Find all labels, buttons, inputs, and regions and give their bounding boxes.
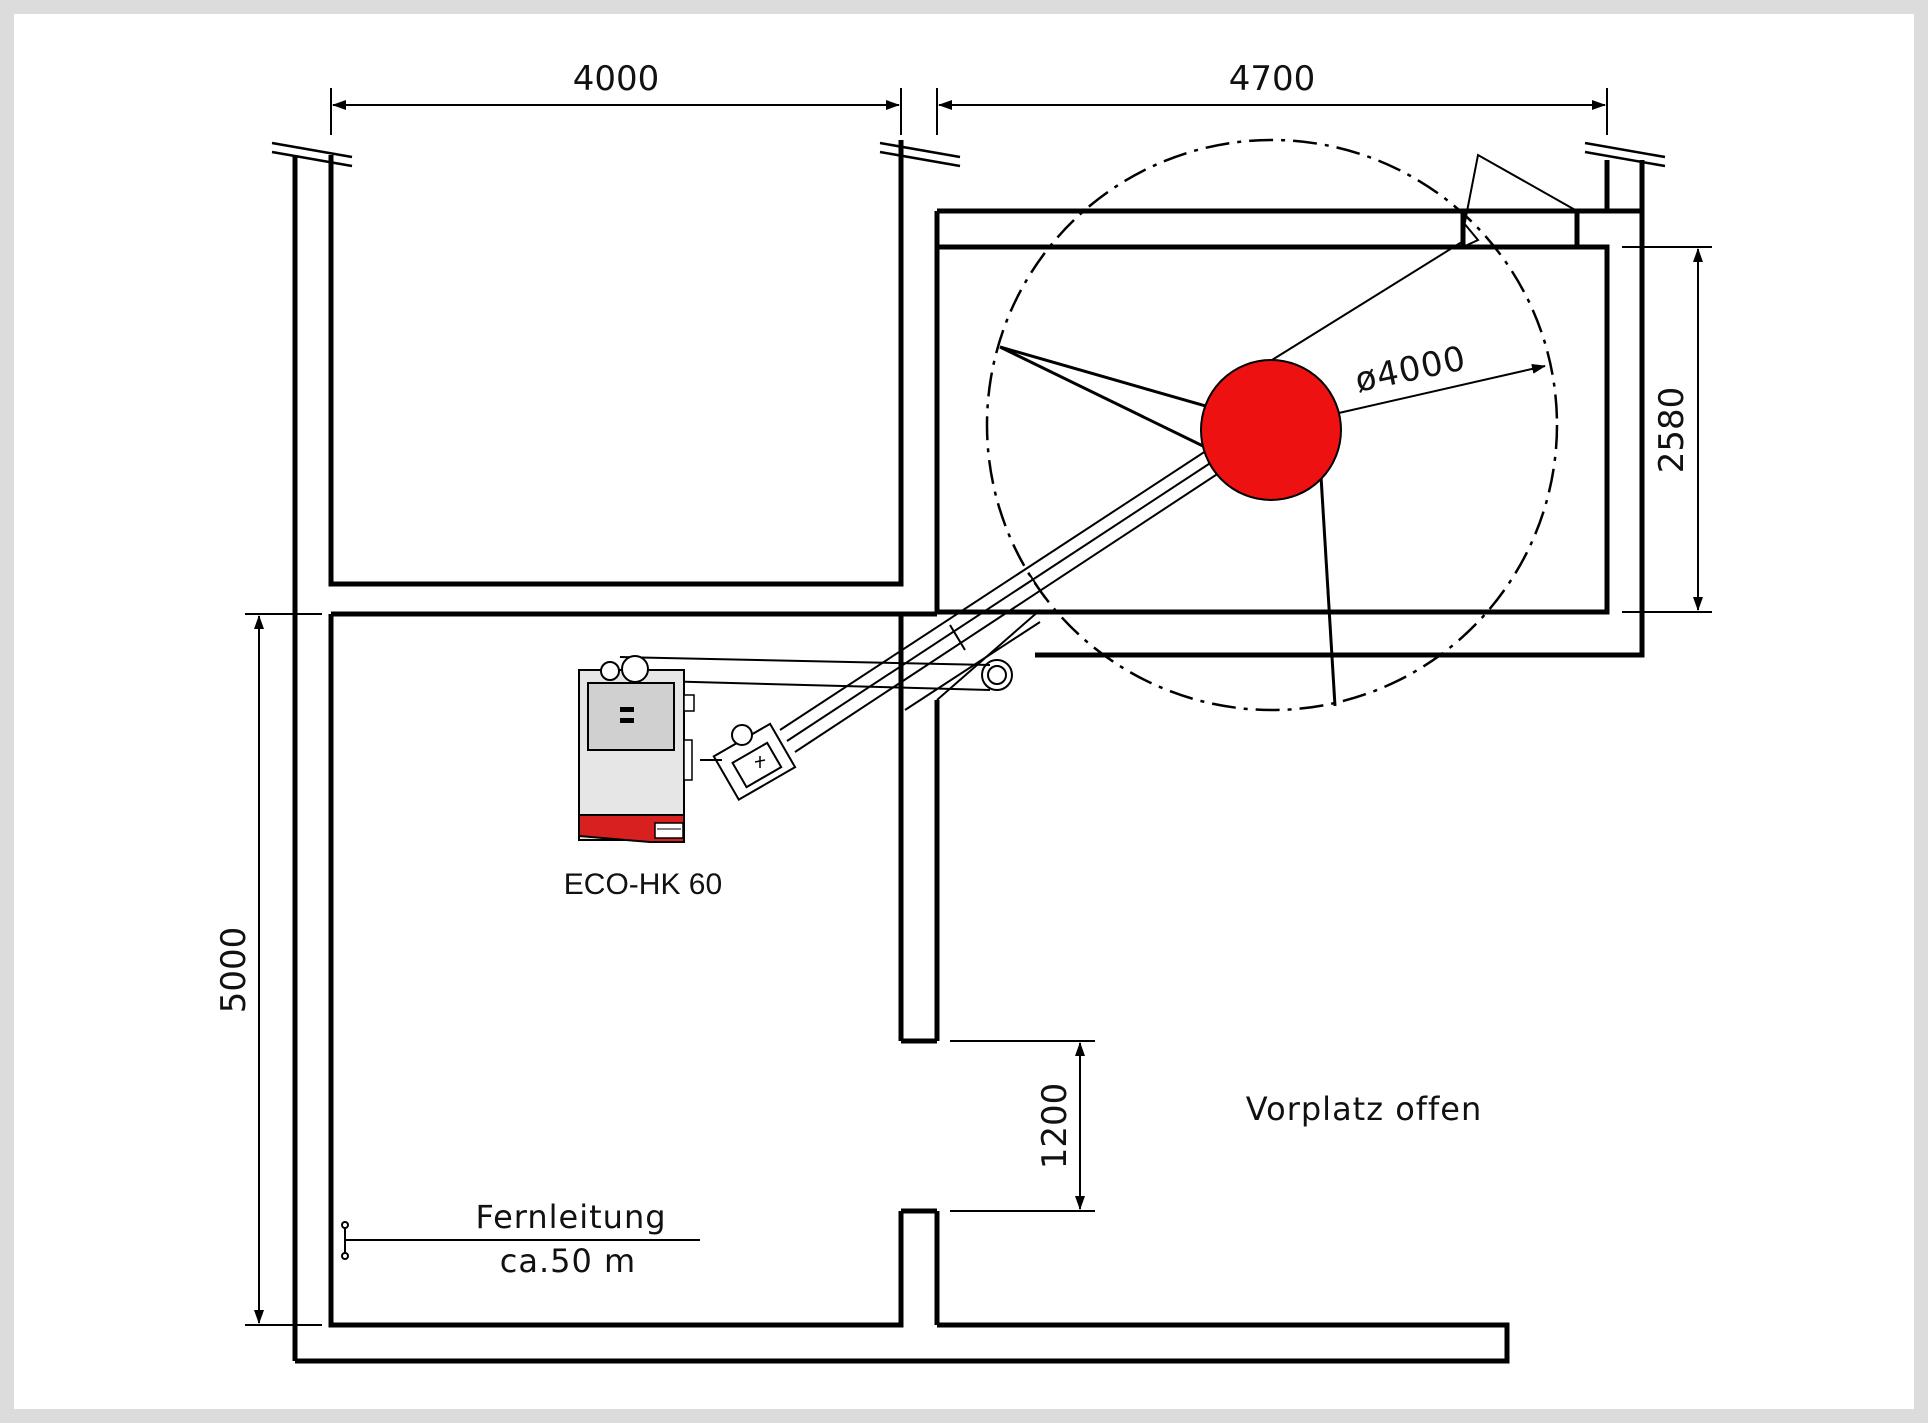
- forecourt-label: Vorplatz offen: [1246, 1090, 1483, 1128]
- conveyor-screw: [779, 239, 1466, 753]
- dim-left-height: 5000: [214, 927, 254, 1014]
- walls: [292, 140, 1645, 1364]
- dim-top-left-width: 4000: [573, 59, 660, 99]
- storage-silo: [1200, 359, 1342, 501]
- dim-right-height: 2580: [1652, 387, 1692, 474]
- pipeline-length: ca.50 m: [500, 1242, 636, 1280]
- dim-top-right-width: 4700: [1229, 59, 1316, 99]
- agitator-range: [985, 138, 1578, 712]
- dim-door-width: 1200: [1035, 1083, 1075, 1170]
- break-marks: [271, 141, 1666, 168]
- drawing-sheet: [14, 14, 1914, 1409]
- dimension-lines: [245, 88, 1712, 1326]
- boiler-label: ECO-HK 60: [564, 868, 722, 901]
- boiler-unit: [578, 655, 695, 843]
- pipeline-marker: [341, 1221, 700, 1260]
- feed-unit: [700, 722, 797, 802]
- pipeline-label: Fernleitung: [475, 1198, 666, 1236]
